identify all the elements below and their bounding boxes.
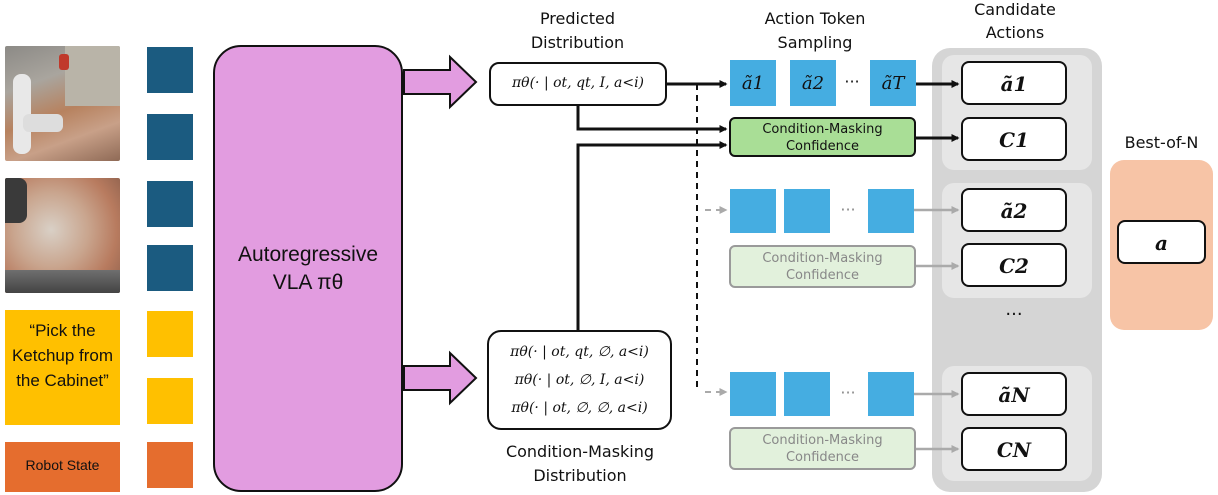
kitchen-image-1	[5, 46, 120, 161]
robot-state-token	[147, 442, 193, 488]
candidate-confidence-box: C2	[961, 243, 1067, 287]
confidence-line1: Condition-Masking	[762, 122, 883, 137]
predicted-formula: πθ(· | ot, qt, I, a<i)	[511, 75, 645, 91]
candidate-action-box: ã1	[961, 61, 1067, 105]
kitchen-image-2	[5, 178, 120, 293]
action-token	[730, 189, 776, 233]
confidence-box-faded: Condition-Masking Confidence	[729, 427, 916, 470]
instruction-token	[147, 378, 193, 424]
confidence-line2: Confidence	[785, 450, 860, 465]
predicted-title-line2: Distribution	[530, 33, 625, 52]
instruction-token	[147, 311, 193, 357]
masking-title-line1: Condition-Masking	[505, 442, 655, 461]
candidate-action-label: ãN	[998, 383, 1030, 407]
candidate-action-label: ã1	[1000, 72, 1028, 96]
predicted-title-line1: Predicted	[539, 9, 616, 28]
masking-formula-1: πθ(· | ot, qt, ∅, a<i)	[510, 344, 649, 360]
observation-token	[147, 245, 193, 291]
final-action-box: a	[1117, 220, 1206, 264]
candidate-action-box: ã2	[961, 188, 1067, 232]
masking-formula-3: πθ(· | ot, ∅, ∅, a<i)	[511, 400, 648, 416]
candidate-confidence-label: CN	[996, 438, 1032, 462]
candidate-confidence-label: C2	[999, 254, 1029, 278]
action-token: ã1	[730, 60, 776, 106]
token-ellipsis: ···	[840, 383, 856, 402]
model-output-arrow-bottom	[403, 350, 478, 406]
action-token-label: ã1	[741, 73, 765, 94]
observation-token	[147, 114, 193, 160]
confidence-box-faded: Condition-Masking Confidence	[729, 245, 916, 288]
confidence-line2: Confidence	[785, 268, 860, 283]
token-ellipsis: ···	[844, 72, 860, 91]
final-action-label: a	[1155, 231, 1168, 255]
action-token	[784, 372, 830, 416]
confidence-box-active: Condition-Masking Confidence	[729, 117, 916, 157]
observation-token	[147, 181, 193, 227]
action-token	[868, 189, 914, 233]
candidate-confidence-box: CN	[961, 427, 1067, 471]
robot-state-label: Robot State	[25, 457, 100, 473]
candidate-action-label: ã2	[1000, 199, 1028, 223]
action-token: ã2	[790, 60, 836, 106]
token-ellipsis: ···	[840, 200, 856, 219]
instruction-box: “Pick the Ketchup from the Cabinet”	[5, 310, 120, 425]
confidence-line1: Condition-Masking	[762, 251, 883, 266]
model-output-arrow-top	[403, 54, 478, 110]
candidates-vertical-ellipsis: ···	[1005, 304, 1023, 325]
confidence-line2: Confidence	[785, 139, 860, 154]
sampling-title-line2: Sampling	[777, 33, 853, 52]
sampling-title-line1: Action Token	[764, 9, 866, 28]
candidate-confidence-box: C1	[961, 117, 1067, 161]
best-of-n-panel: a	[1110, 160, 1213, 330]
robot-state-box: Robot State	[5, 442, 120, 492]
action-token: ãT	[870, 60, 916, 106]
vla-label-line2: VLA πθ	[272, 271, 344, 294]
best-of-n-title: Best-of-N	[1124, 133, 1199, 152]
action-token	[730, 372, 776, 416]
masking-formula-2: πθ(· | ot, ∅, I, a<i)	[514, 372, 645, 388]
action-token-label: ã2	[801, 73, 825, 94]
vla-model-block: Autoregressive VLA πθ	[213, 45, 403, 492]
masking-distribution-box: πθ(· | ot, qt, ∅, a<i) πθ(· | ot, ∅, I, …	[487, 330, 672, 430]
candidates-title-line2: Actions	[985, 23, 1045, 42]
action-token	[868, 372, 914, 416]
candidate-action-box: ãN	[961, 372, 1067, 416]
action-token-label: ãT	[881, 73, 905, 94]
observation-token	[147, 47, 193, 93]
masking-title-line2: Distribution	[533, 466, 627, 485]
action-token	[784, 189, 830, 233]
candidates-title-line1: Candidate	[974, 0, 1056, 19]
candidate-confidence-label: C1	[999, 128, 1029, 152]
confidence-line1: Condition-Masking	[762, 433, 883, 448]
vla-label-line1: Autoregressive	[237, 243, 379, 266]
instruction-text: “Pick the Ketchup from the Cabinet”	[11, 321, 114, 390]
predicted-distribution-box: πθ(· | ot, qt, I, a<i)	[489, 62, 667, 106]
